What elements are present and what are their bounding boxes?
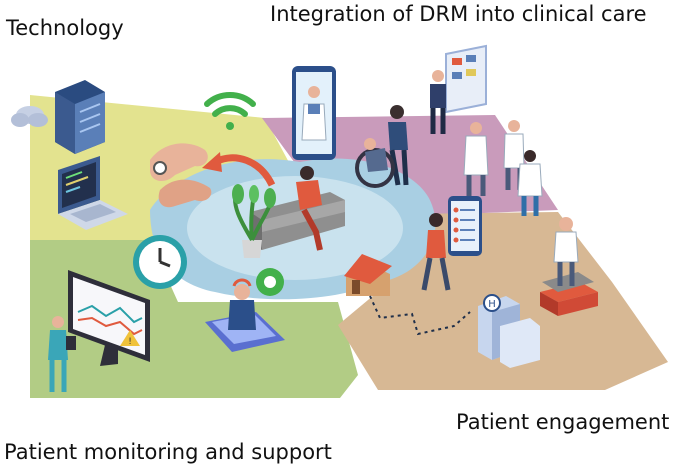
laptop-code-icon [58, 156, 128, 230]
walking-patient-icon [421, 213, 451, 291]
cloud-icon [11, 106, 48, 127]
plant-icon [232, 184, 276, 258]
server-icon [55, 80, 105, 154]
doctors-group-icon [463, 120, 543, 216]
hand-sensor-icon [150, 143, 212, 208]
video-call-icon [205, 278, 285, 352]
presenter-board-icon [430, 44, 487, 134]
doctor-on-books-icon [540, 217, 598, 316]
tablet-doctor-icon [292, 66, 336, 160]
svg-text:H: H [488, 299, 496, 310]
checklist-phone-icon [448, 196, 482, 256]
engagement-label: Patient engagement [456, 410, 670, 434]
wifi-icon [204, 92, 256, 130]
monitoring-label: Patient monitoring and support [4, 440, 332, 464]
house-icon [344, 254, 392, 296]
monitor-chart-icon: ! [68, 270, 150, 366]
technology-label: Technology [6, 16, 124, 40]
arrow-icon [202, 152, 276, 187]
clock-icon [133, 235, 187, 289]
nurse-icon [48, 316, 76, 392]
hospital-icon: H [478, 294, 540, 368]
integration-label: Integration of DRM into clinical care [270, 2, 647, 26]
svg-text:!: ! [128, 337, 132, 347]
wheelchair-patient-icon [355, 105, 409, 188]
gear-icon [256, 268, 284, 296]
patient-on-sofa-icon [250, 166, 345, 251]
